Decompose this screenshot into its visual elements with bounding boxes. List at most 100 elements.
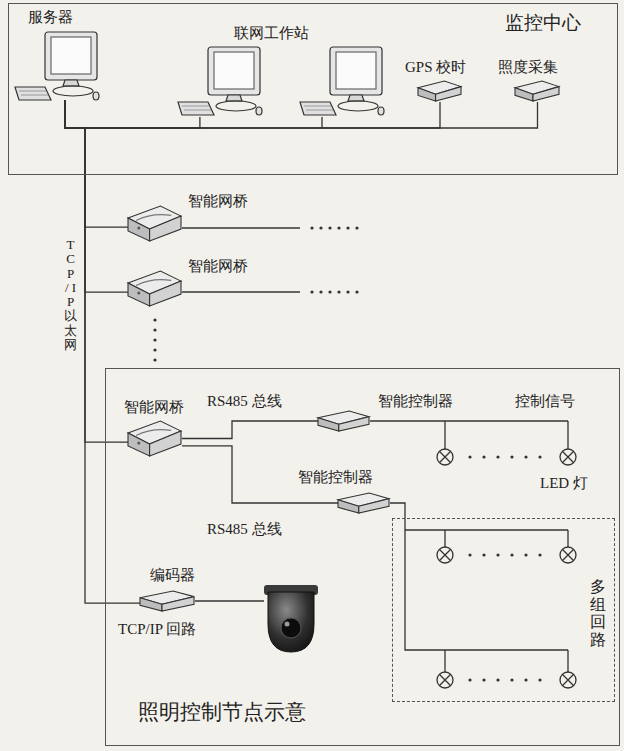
smart-controller-label: 智能控制器 <box>298 468 373 486</box>
smart-bridge: 智能网桥 <box>128 420 182 457</box>
multi-loop-group: 多组回路 <box>392 518 615 702</box>
encoder-icon <box>140 590 195 612</box>
dot <box>328 226 331 229</box>
dot <box>538 455 541 458</box>
lux-sensor: 照度采集 <box>515 80 560 102</box>
dot <box>346 226 349 229</box>
dot <box>153 358 156 361</box>
smart-controller-icon <box>338 492 390 514</box>
server-computer-icon <box>15 30 100 100</box>
gps-clock-label: GPS 校时 <box>405 58 466 76</box>
smart-bridge: 智能网桥 <box>128 205 182 242</box>
smart-bridge: 智能网桥 <box>128 270 182 307</box>
smart-bridge-icon <box>128 205 182 242</box>
camera-lens <box>281 618 301 638</box>
camera-body <box>268 592 314 652</box>
dot <box>337 226 340 229</box>
smart-bridge-icon <box>128 270 182 307</box>
dot <box>510 678 513 681</box>
lamp-symbol <box>560 449 576 465</box>
wires <box>182 117 568 672</box>
dot <box>355 226 358 229</box>
loop-wire <box>390 503 568 650</box>
network-name: TCP / IP 以太网 <box>64 238 77 352</box>
dot <box>337 290 340 293</box>
bus-wire <box>65 100 128 227</box>
bus-wire <box>65 100 538 128</box>
dot <box>468 553 471 556</box>
monitoring-center: 监控中心服务器联网工作站GPS 校时照度采集 <box>8 3 618 175</box>
dot <box>482 455 485 458</box>
smart-bridge-label: 智能网桥 <box>124 398 184 416</box>
dot <box>328 290 331 293</box>
lux-sensor-label: 照度采集 <box>498 58 558 76</box>
bus-wire <box>65 100 140 603</box>
dot <box>510 455 513 458</box>
gps-clock: GPS 校时 <box>418 80 462 102</box>
smart-bridge-label: 智能网桥 <box>188 257 248 275</box>
dot <box>482 553 485 556</box>
dot <box>496 678 499 681</box>
dot <box>153 348 156 351</box>
bus-wire <box>182 421 318 439</box>
dome-camera <box>264 585 318 652</box>
dot <box>468 455 471 458</box>
dot <box>496 553 499 556</box>
workstation-drop <box>321 117 322 128</box>
loop-wire <box>405 529 568 530</box>
dot <box>153 318 156 321</box>
lamp-symbol <box>437 672 453 688</box>
dot <box>319 226 322 229</box>
dot <box>355 290 358 293</box>
lamp-symbol <box>560 672 576 688</box>
lamp-drop <box>567 530 568 547</box>
dot <box>346 290 349 293</box>
lighting-node-frame: 照明控制节点示意智能网桥智能控制器智能控制器编码器多组回路 <box>105 368 620 746</box>
lamp-drop <box>567 421 568 449</box>
camera-wire <box>195 600 264 601</box>
ellipsis-dots <box>153 226 541 681</box>
workstation-group: 联网工作站 <box>178 45 385 117</box>
lamp-drop <box>444 650 445 672</box>
bus-label: RS485 总线 <box>205 392 284 410</box>
lamp-symbol <box>560 547 576 563</box>
signal-name: 控制信号 <box>515 392 575 410</box>
lamp-symbol <box>437 449 453 465</box>
bus-label: RS485 总线 <box>205 520 284 538</box>
dot <box>310 226 313 229</box>
dot <box>482 678 485 681</box>
smart-controller-icon <box>318 410 370 432</box>
multi-loop-group-label: 多组回路 <box>590 578 606 648</box>
dot <box>524 553 527 556</box>
lamp-drop <box>567 650 568 672</box>
bridge-out-wire <box>182 291 300 292</box>
dot <box>510 553 513 556</box>
bus-wire <box>65 100 128 442</box>
lamp-symbol <box>437 547 453 563</box>
dot <box>153 338 156 341</box>
dot <box>538 553 541 556</box>
dot <box>496 455 499 458</box>
encoder: 编码器 <box>140 590 195 612</box>
smart-controller: 智能控制器 <box>318 410 370 432</box>
bridge-out-wire <box>182 227 300 228</box>
lamp-drop <box>444 421 445 449</box>
dot <box>468 678 471 681</box>
dot <box>524 455 527 458</box>
dot <box>524 678 527 681</box>
gps-clock-icon <box>418 80 462 102</box>
smart-bridge-icon <box>128 420 182 457</box>
smart-bridge-label: 智能网桥 <box>188 192 248 210</box>
lux-sensor-icon <box>515 80 560 102</box>
monitoring-center-label: 监控中心 <box>505 12 581 35</box>
lighting-node-frame-label: 照明控制节点示意 <box>138 700 306 725</box>
smart-controller-label: 智能控制器 <box>378 392 453 410</box>
control-wire <box>370 420 568 421</box>
workstation-group-label: 联网工作站 <box>234 24 309 42</box>
encoder-label: 编码器 <box>150 566 195 584</box>
dot <box>538 678 541 681</box>
lamp-name: LED 灯 <box>540 474 588 492</box>
lens-glint <box>285 622 290 627</box>
server-computer-label: 服务器 <box>28 8 73 26</box>
dot <box>153 328 156 331</box>
